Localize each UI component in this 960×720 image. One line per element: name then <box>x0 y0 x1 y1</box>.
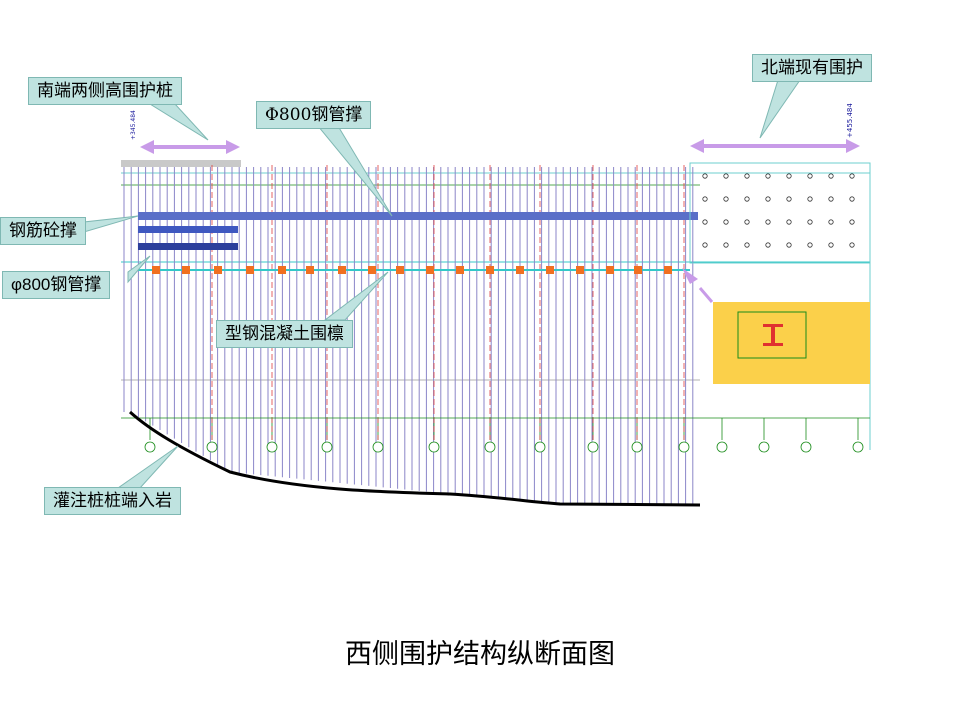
anchor-point <box>849 242 855 248</box>
north-range-arrow <box>690 139 860 153</box>
waler-node <box>278 266 286 274</box>
anchor-point <box>744 173 750 179</box>
anchor-point <box>786 219 792 225</box>
h-beam-icon <box>763 324 783 346</box>
waler-node <box>664 266 672 274</box>
anchor-point <box>765 173 771 179</box>
rc-strut <box>138 226 238 233</box>
axis-bubble <box>534 441 546 453</box>
figure-caption: 西侧围护结构纵断面图 <box>345 639 615 670</box>
anchor-point <box>744 196 750 202</box>
anchor-point <box>807 196 813 202</box>
axis-bubble <box>852 441 864 453</box>
axis-bubble <box>758 441 770 453</box>
detail-arrowhead <box>682 268 698 284</box>
axis-bubble <box>144 441 156 453</box>
red-grid-lines <box>211 165 685 440</box>
waler-node <box>214 266 222 274</box>
waler-node <box>246 266 254 274</box>
anchor-point <box>702 173 708 179</box>
anchor-point <box>744 242 750 248</box>
axis-bubble <box>800 441 812 453</box>
anchor-point <box>807 219 813 225</box>
anchor-point <box>807 173 813 179</box>
waler-node <box>546 266 554 274</box>
south-range-arrow <box>140 140 240 154</box>
axis-bubble <box>678 441 690 453</box>
axis-bubble <box>428 441 440 453</box>
steel-pipe-strut-upper <box>138 212 698 220</box>
axis-bubble <box>716 441 728 453</box>
anchor-point <box>702 219 708 225</box>
anchor-point <box>702 242 708 248</box>
anchor-point <box>723 173 729 179</box>
anchor-point <box>786 196 792 202</box>
anchor-point <box>744 219 750 225</box>
anchor-point <box>786 173 792 179</box>
elevation-label-left: +345.484 <box>130 110 137 140</box>
anchor-point <box>723 196 729 202</box>
axis-bubble <box>206 441 218 453</box>
waler-node <box>606 266 614 274</box>
waler-node <box>516 266 524 274</box>
elevation-label-right: +455.484 <box>846 103 854 138</box>
anchor-point <box>807 242 813 248</box>
callout-steel-pipe-strut-upper: Φ800钢管撑 <box>256 101 372 129</box>
anchor-point <box>849 173 855 179</box>
waler-node <box>182 266 190 274</box>
callout-leaders <box>83 79 801 489</box>
waler-node <box>368 266 376 274</box>
waler-node <box>306 266 314 274</box>
detail-section-outline <box>737 311 807 359</box>
anchor-point <box>828 242 834 248</box>
callout-south-high-piles: 南端两侧高围护桩 <box>28 77 182 105</box>
anchor-point <box>723 219 729 225</box>
callout-rc-strut: 钢筋砼撑 <box>0 217 86 245</box>
waler-node <box>456 266 464 274</box>
waler-detail-panel <box>713 302 870 384</box>
anchor-point <box>828 219 834 225</box>
anchor-point <box>828 173 834 179</box>
anchor-point <box>765 219 771 225</box>
axis-bubble <box>484 441 496 453</box>
anchor-point <box>765 196 771 202</box>
callout-north-existing: 北端现有围护 <box>752 54 872 82</box>
waler-nodes <box>152 266 672 274</box>
axis-bubble <box>372 441 384 453</box>
callout-bored-pile-rock: 灌注桩桩端入岩 <box>44 487 181 515</box>
waler-node <box>152 266 160 274</box>
waler-node <box>576 266 584 274</box>
axis-bubble <box>587 441 599 453</box>
anchor-point <box>849 219 855 225</box>
anchor-point <box>702 196 708 202</box>
grid-axes <box>144 418 864 453</box>
detail-pointer-arrow <box>698 287 714 303</box>
steel-pipe-strut-lower <box>138 243 238 250</box>
axis-bubble <box>266 441 278 453</box>
waler-node <box>426 266 434 274</box>
south-top-beam <box>121 160 241 167</box>
waler-node <box>396 266 404 274</box>
anchor-point <box>849 196 855 202</box>
rock-boundary-line <box>128 410 701 507</box>
callout-steel-concrete-waler: 型钢混凝土围檩 <box>216 320 353 348</box>
anchor-point <box>765 242 771 248</box>
anchor-point <box>786 242 792 248</box>
waler-node <box>338 266 346 274</box>
callout-steel-pipe-strut-lower: φ800钢管撑 <box>2 271 111 299</box>
waler-node <box>634 266 642 274</box>
anchor-point <box>723 242 729 248</box>
north-existing-zone <box>689 162 871 264</box>
anchor-point <box>828 196 834 202</box>
axis-bubble <box>631 441 643 453</box>
axis-bubble <box>321 441 333 453</box>
waler-node <box>486 266 494 274</box>
north-anchor-points <box>702 173 855 248</box>
